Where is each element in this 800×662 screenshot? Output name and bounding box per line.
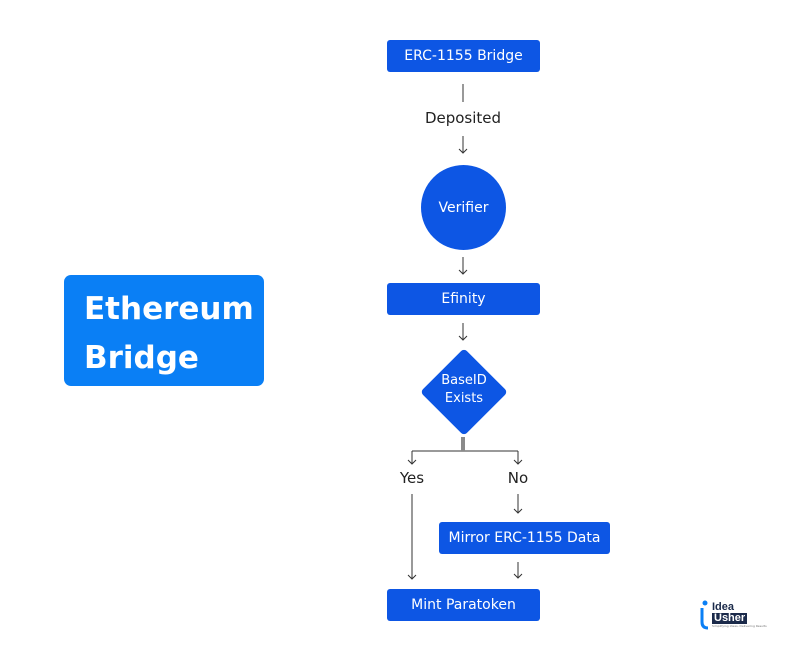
arrowhead-mirror bbox=[513, 508, 523, 514]
node-verifier: Verifier bbox=[421, 165, 506, 250]
arrowhead-no bbox=[513, 459, 523, 465]
node-mint-label: Mint Paratoken bbox=[411, 597, 516, 613]
title-line-1: Ethereum bbox=[84, 291, 254, 327]
logo-word-idea: Idea bbox=[712, 601, 735, 613]
node-mint-paratoken: Mint Paratoken bbox=[387, 589, 540, 621]
title-line-2: Bridge bbox=[84, 340, 199, 376]
logo-word-usher: Usher bbox=[712, 612, 748, 624]
arrowhead-yes bbox=[407, 459, 417, 465]
arrowhead-efinity bbox=[458, 269, 468, 275]
node-erc1155-bridge-label: ERC-1155 Bridge bbox=[404, 48, 523, 64]
edge-label-yes: Yes bbox=[399, 469, 425, 487]
node-efinity-label: Efinity bbox=[441, 291, 486, 307]
node-decision-line-1: BaseID bbox=[441, 373, 487, 388]
node-erc1155-bridge: ERC-1155 Bridge bbox=[387, 40, 540, 72]
split-stem bbox=[461, 437, 465, 451]
arrowhead-decision bbox=[458, 335, 468, 341]
ideausher-logo: Idea Usher Simplifying Ideas, Delivering… bbox=[700, 600, 770, 632]
node-mirror-erc1155-data: Mirror ERC-1155 Data bbox=[439, 522, 610, 554]
node-decision-label: BaseID Exists bbox=[424, 372, 504, 412]
arrowhead-verifier bbox=[458, 148, 468, 154]
arrowhead-mint-left bbox=[407, 574, 417, 580]
arrowhead-mint-right bbox=[513, 573, 523, 579]
logo-i-icon bbox=[700, 600, 709, 630]
title-box: Ethereum Bridge bbox=[64, 275, 264, 386]
node-decision-line-2: Exists bbox=[444, 391, 484, 406]
node-mirror-label: Mirror ERC-1155 Data bbox=[448, 530, 601, 546]
logo-tagline: Simplifying Ideas, Delivering Results bbox=[712, 624, 767, 628]
edge-label-deposited: Deposited bbox=[424, 109, 502, 127]
edge-label-no: No bbox=[507, 469, 529, 487]
node-verifier-label: Verifier bbox=[438, 199, 489, 216]
node-efinity: Efinity bbox=[387, 283, 540, 315]
